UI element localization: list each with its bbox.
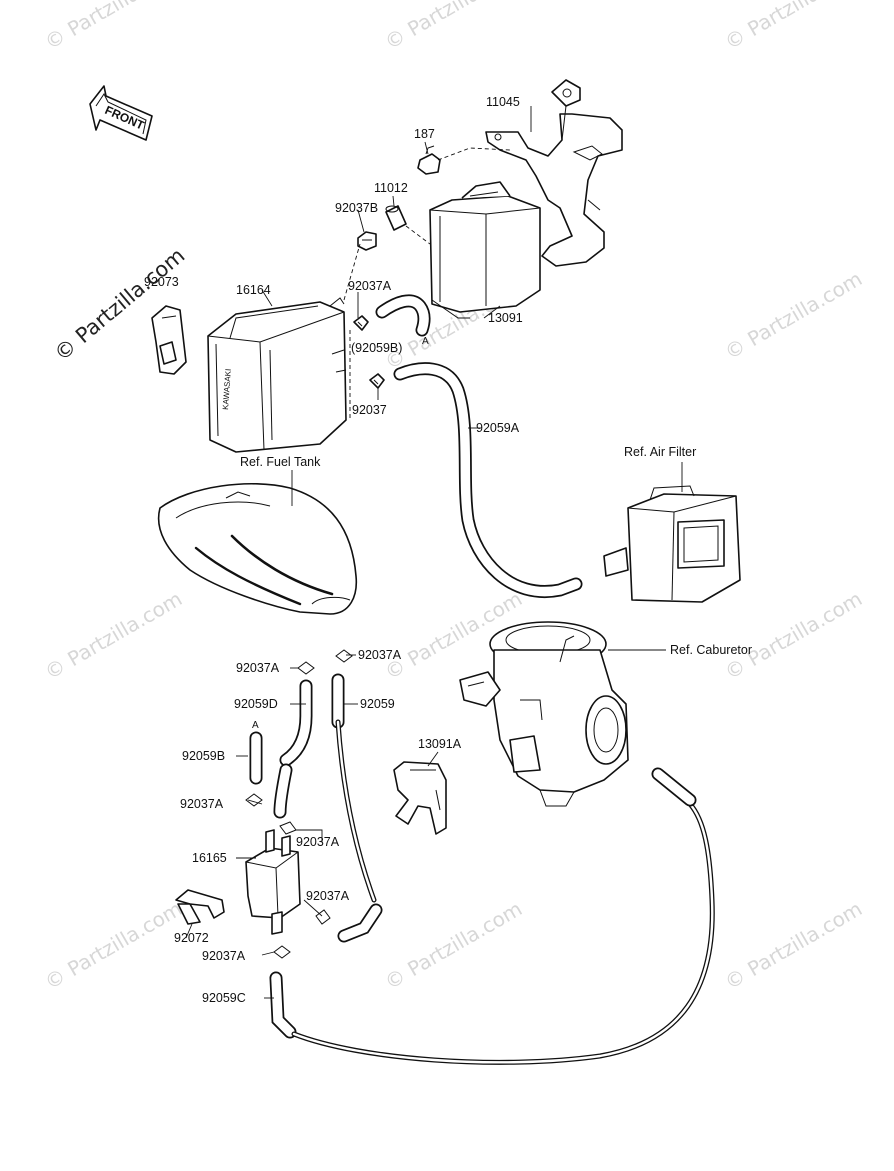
label-ref-air-filter: Ref. Air Filter	[624, 445, 696, 459]
assembly-line	[405, 225, 431, 245]
label-ref-caburetor: Ref. Caburetor	[670, 643, 752, 657]
clamp-92037a-l2	[245, 793, 263, 807]
clamp-92037a-top	[353, 315, 369, 331]
hose-92059b-top: A	[375, 294, 431, 347]
label-92059d: 92059D	[234, 697, 278, 711]
label-16165: 16165	[192, 851, 227, 865]
label-92037b: 92037B	[335, 201, 378, 215]
svg-text:KAWASAKI: KAWASAKI	[221, 368, 233, 410]
watermark: © Partzilla.com	[381, 0, 527, 54]
watermark: © Partzilla.com	[721, 0, 867, 54]
hose-92059c	[269, 767, 715, 1065]
marker-a-lower: A	[252, 720, 259, 731]
carburetor-ref	[459, 621, 629, 807]
hose-92059d	[273, 679, 313, 819]
label-92037a-l2: 92037A	[180, 797, 224, 811]
label-92037a-r1: 92037A	[358, 648, 402, 662]
bolt-187	[417, 145, 511, 175]
hose-92059a	[393, 362, 583, 598]
clamp-92037b	[357, 231, 377, 251]
label-92037a-l3: 92037A	[202, 949, 246, 963]
label-13091a: 13091A	[418, 737, 462, 751]
label-92059c: 92059C	[202, 991, 246, 1005]
label-92037a-r2: 92037A	[296, 835, 340, 849]
label-92059: 92059	[360, 697, 395, 711]
clamp-92037a-r2	[279, 821, 297, 835]
bracket-13091a	[393, 761, 447, 835]
watermark: © Partzilla.com	[721, 896, 867, 994]
canister-16164: KAWASAKI	[207, 297, 347, 453]
clamp-92037a-l1	[297, 661, 315, 675]
fuel-filter-16165	[245, 829, 301, 935]
label-92059b-ref: (92059B)	[351, 341, 402, 355]
label-13091: 13091	[488, 311, 523, 325]
collar-11012	[385, 205, 407, 231]
watermark: © Partzilla.com	[381, 896, 527, 994]
bracket-11045	[485, 79, 623, 267]
front-arrow-icon: FRONT	[89, 85, 153, 141]
fuel-tank-ref	[157, 483, 358, 615]
part-labels: 11045 187 11012 92037B 13091 16164 92073…	[144, 95, 752, 1005]
watermark: © Partzilla.com	[721, 266, 867, 364]
label-92037a-top: 92037A	[348, 279, 392, 293]
watermark: © Partzilla.com	[41, 0, 187, 54]
clamp-92037	[369, 373, 385, 389]
label-11012: 11012	[374, 181, 408, 195]
watermark: © Partzilla.com	[41, 586, 187, 684]
label-92073: 92073	[144, 275, 179, 289]
label-16164: 16164	[236, 283, 271, 297]
clamp-92037a-r1	[335, 649, 353, 663]
air-filter-ref	[603, 485, 741, 603]
watermark: © Partzilla.com	[41, 896, 187, 994]
label-92037a-r3: 92037A	[306, 889, 350, 903]
bracket-92072	[175, 889, 225, 925]
watermark: © Partzilla.com	[721, 586, 867, 684]
clamp-92037a-l3	[273, 945, 291, 959]
label-92072: 92072	[174, 931, 209, 945]
assembly-line	[343, 243, 361, 301]
label-ref-fuel-tank: Ref. Fuel Tank	[240, 455, 321, 469]
label-92059a: 92059A	[476, 421, 520, 435]
canister-13091	[429, 181, 541, 319]
label-92059b: 92059B	[182, 749, 225, 763]
watermark-group: © Partzilla.com © Partzilla.com © Partzi…	[41, 0, 867, 994]
marker-a: A	[422, 336, 429, 347]
leader-lines	[185, 106, 683, 999]
label-92037a-l1: 92037A	[236, 661, 280, 675]
label-11045: 11045	[486, 95, 520, 109]
label-187: 187	[414, 127, 435, 141]
bracket-92073	[151, 305, 187, 375]
hose-92059	[331, 673, 383, 943]
label-92037: 92037	[352, 403, 387, 417]
clamp-92037a-r3	[315, 909, 331, 925]
